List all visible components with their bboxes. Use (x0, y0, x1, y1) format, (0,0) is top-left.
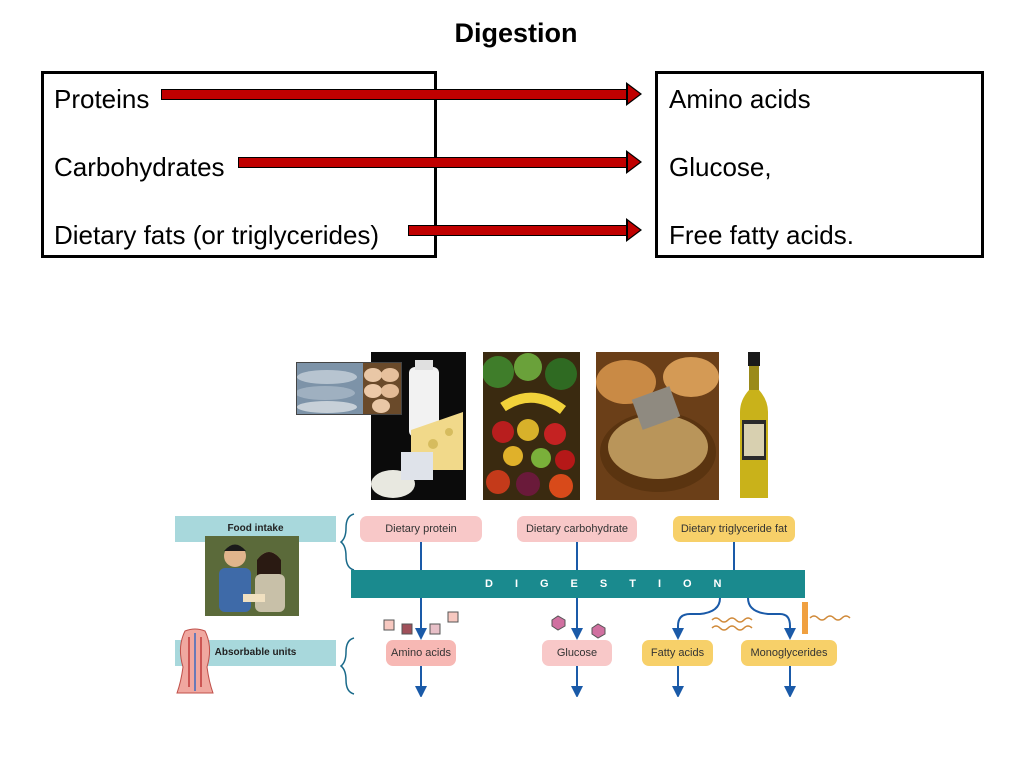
fatty-acids-pill: Fatty acids (642, 640, 713, 666)
arrow-fats-to-fatty-acids (408, 218, 642, 242)
brace-group (340, 513, 355, 695)
digestion-products-box: Amino acids Glucose, Free fatty acids. (655, 71, 984, 258)
glucose-pill: Glucose (542, 640, 612, 666)
monoglycerides-pill: Monoglycerides (741, 640, 837, 666)
fish-and-eggs-photo (296, 362, 402, 415)
item-free-fatty-acids: Free fatty acids. (669, 220, 856, 251)
item-carbohydrates: Carbohydrates (54, 152, 227, 183)
arrow-carbohydrates-to-glucose (238, 150, 642, 174)
students-eating-photo (205, 536, 299, 616)
item-proteins: Proteins (54, 84, 152, 115)
protein-foods-photo (371, 352, 466, 500)
dietary-carbohydrate-pill: Dietary carbohydrate (517, 516, 637, 542)
dietary-protein-pill: Dietary protein (360, 516, 482, 542)
flow-arrows (383, 542, 851, 697)
arrow-proteins-to-amino-acids (161, 82, 642, 106)
digestion-band: DIGESTION (351, 570, 805, 598)
fruits-and-vegetables-photo (483, 352, 580, 500)
olive-oil-bottle-photo (736, 350, 772, 502)
intestinal-villus-icon (175, 627, 215, 697)
dietary-triglyceride-fat-pill: Dietary triglyceride fat (673, 516, 795, 542)
slide-title: Digestion (454, 18, 578, 48)
amino-acids-pill: Amino acids (386, 640, 456, 666)
item-glucose: Glucose, (669, 152, 774, 183)
grains-photo (596, 352, 719, 500)
item-dietary-fats: Dietary fats (or triglycerides) (54, 220, 382, 251)
item-amino-acids: Amino acids (669, 84, 813, 115)
